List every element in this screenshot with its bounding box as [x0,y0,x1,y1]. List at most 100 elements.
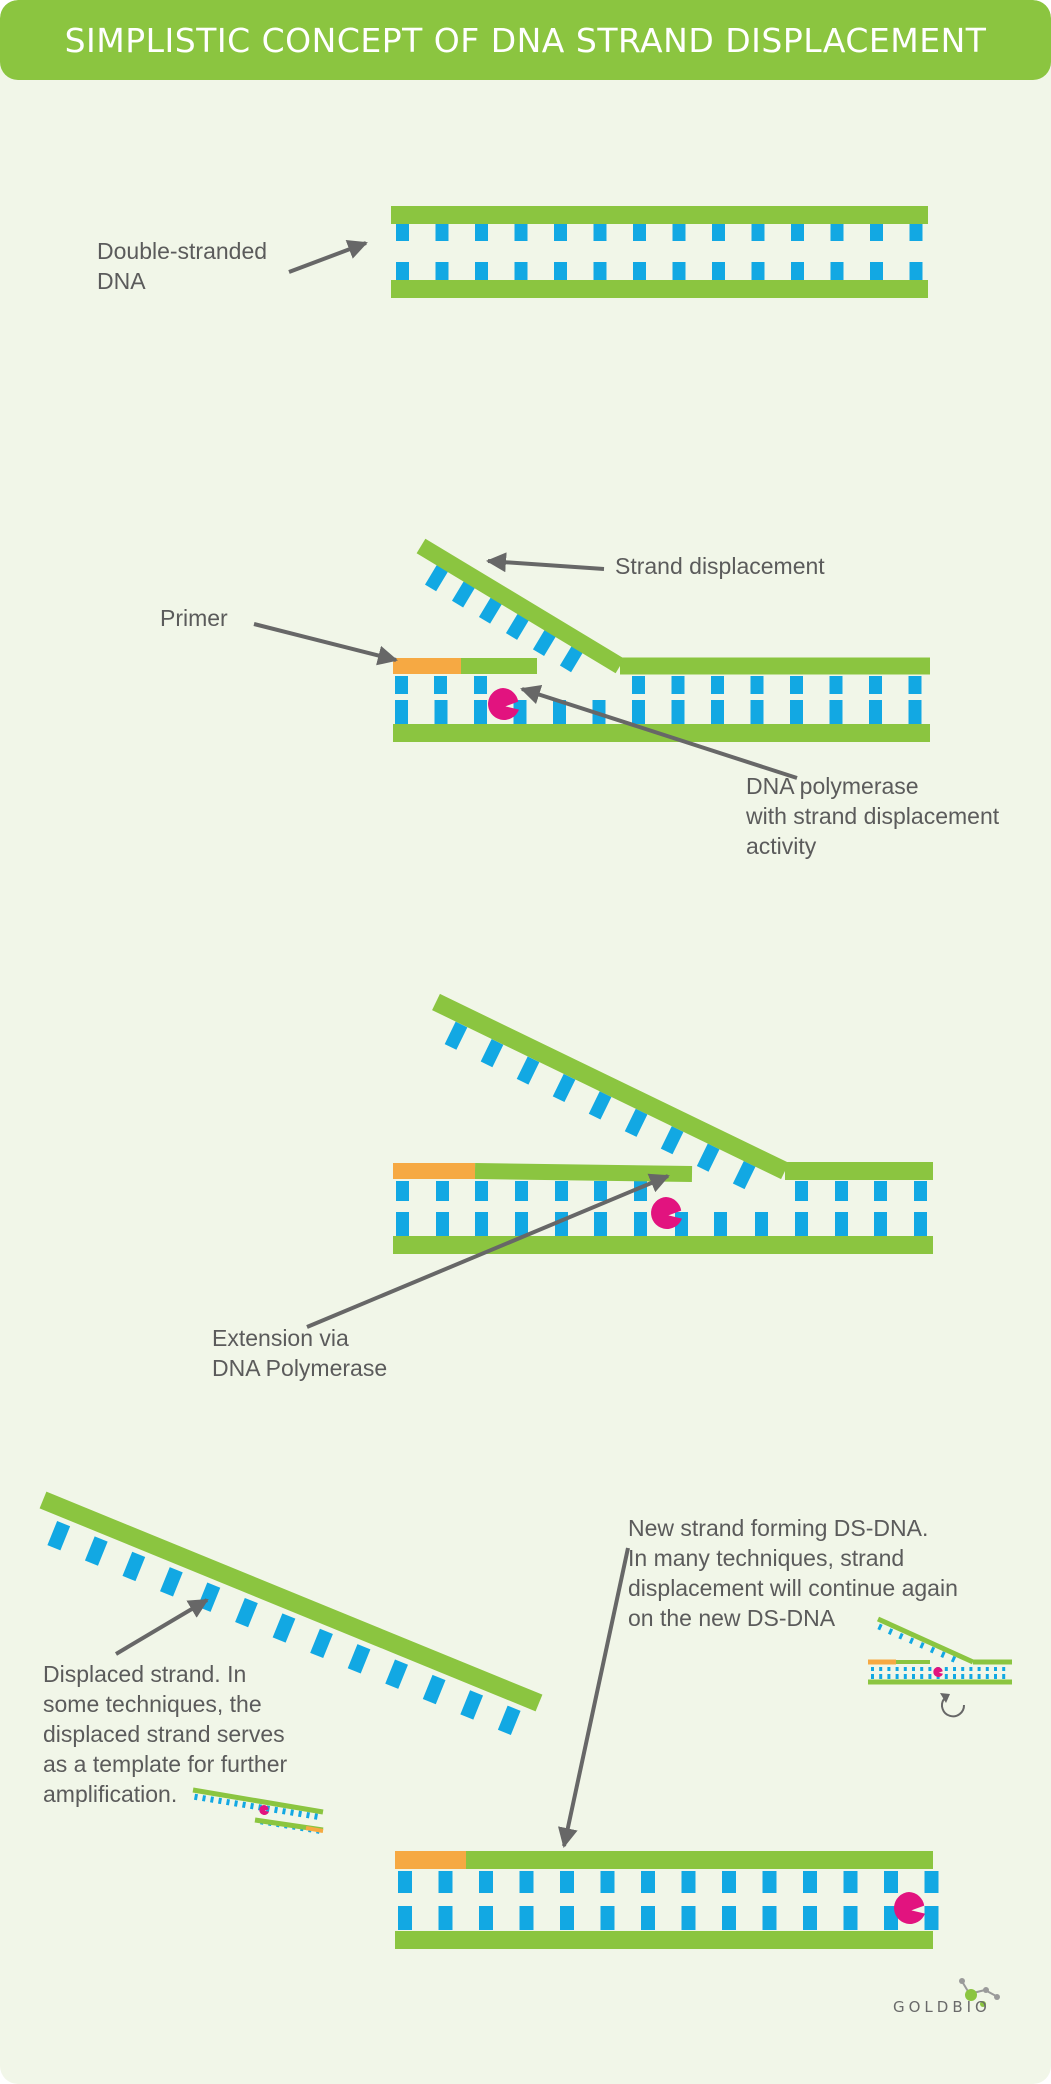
nucleotide-base [474,700,487,725]
nucleotide-base [877,1623,883,1631]
nucleotide-base [830,224,844,241]
nucleotide-base [395,700,408,725]
nucleotide-base [475,1181,488,1201]
nucleotide-base [235,1597,258,1628]
pointer-arrow [253,622,398,666]
nucleotide-base [908,700,922,725]
nucleotide-base [202,1795,206,1802]
nucleotide-base [994,1667,997,1671]
nucleotide-base [552,1073,576,1103]
primers-layer [305,658,896,1869]
nucleotide-base [436,1181,449,1201]
nucleotide-base [940,1651,946,1658]
nucleotide-base [835,1212,848,1236]
nucleotide-base [879,1667,883,1671]
nucleotide-base [750,676,764,694]
nucleotide-base [732,1160,756,1190]
nucleotide-base [438,1906,453,1930]
nucleotide-base [385,1659,408,1689]
nucleotide-base [790,700,803,725]
nucleotide-base [398,1906,412,1930]
nucleotide-base [924,1906,939,1930]
nucleotide-base [928,1674,932,1679]
arrows-layer [114,239,798,1848]
dna-polymerase [488,688,519,720]
pointer-arrow [486,552,605,573]
nucleotide-base [395,676,408,694]
nucleotide-base [929,1646,936,1654]
nucleotide-base [712,224,725,241]
nucleotide-base [672,262,686,280]
nucleotide-base [681,1871,696,1893]
label-double-stranded-dna: Double-stranded DNA [97,238,268,294]
nucleotide-base [829,676,843,694]
nucleotide-base [436,1212,449,1236]
nucleotide-base [474,676,487,694]
nucleotide-base [197,1582,221,1612]
nucleotide-base [560,1906,574,1930]
nucleotide-base [514,224,528,241]
nucleotide-base [555,1181,568,1201]
dna-polymerase [894,1892,925,1924]
nucleotide-base [435,262,449,280]
nucleotide-base [600,1906,615,1930]
dna-backbone [416,538,625,674]
nucleotide-base [870,224,883,241]
nucleotide-base [912,1674,915,1679]
label-primer: Primer [160,605,228,631]
nucleotide-base [912,1667,915,1671]
nucleotide-base [751,262,765,280]
nucleotide-base [751,224,765,241]
nucleotide-base [593,224,607,241]
nucleotide-base [434,676,447,694]
nucleotide-base [242,1801,246,1809]
nucleotide-base [969,1667,973,1671]
nucleotide-base [803,1871,817,1893]
nucleotide-base [791,224,804,241]
extras-layer [940,1693,1000,2007]
nucleotide-base [869,676,882,694]
label-extension: Extension via DNA Polymerase [212,1325,388,1381]
nucleotide-base [795,1212,808,1236]
nucleotide-base [790,676,803,694]
nucleotide-base [722,1871,736,1893]
nucleotide-base [594,1212,607,1236]
nucleotide-base [424,564,448,592]
nucleotide-base [505,613,529,640]
nucleotide-base [755,1212,768,1236]
nucleotide-base [711,700,724,725]
nucleotide-base [884,1906,898,1930]
nucleotide-base [660,1126,684,1155]
nucleotide-base [515,1181,528,1201]
nucleotide-base [869,700,882,725]
pointer-arrow [306,1173,670,1329]
primer-segment [305,1826,324,1833]
nucleotide-base [953,1667,956,1671]
nucleotide-base [870,262,883,280]
nucleotide-base [396,1212,409,1236]
nucleotide-base [985,1667,989,1671]
nucleotide-base [919,1642,925,1649]
nucleotide-base [122,1551,146,1582]
nucleotide-base [898,1632,904,1640]
nucleotide-base [914,1212,927,1236]
nucleotide-base [750,700,764,725]
nucleotide-base [634,1212,647,1236]
dna-backbone [432,993,789,1180]
dna-backbone [39,1491,543,1712]
label-strand-displacement: Strand displacement [615,553,825,579]
nucleotide-base [895,1674,899,1679]
nucleotide-base [795,1181,808,1201]
nucleotide-base [593,262,607,280]
nucleotide-base [944,1667,948,1671]
nucleotide-base [475,224,488,241]
nucleotide-base [210,1796,214,1803]
nucleotide-base [994,1674,997,1679]
nucleotide-base [632,700,645,725]
nucleotide-base [843,1906,858,1930]
nucleotide-base [829,700,843,725]
nucleotide-base [711,676,724,694]
nucleotide-base [874,1212,887,1236]
bases-layer [47,224,1006,1930]
